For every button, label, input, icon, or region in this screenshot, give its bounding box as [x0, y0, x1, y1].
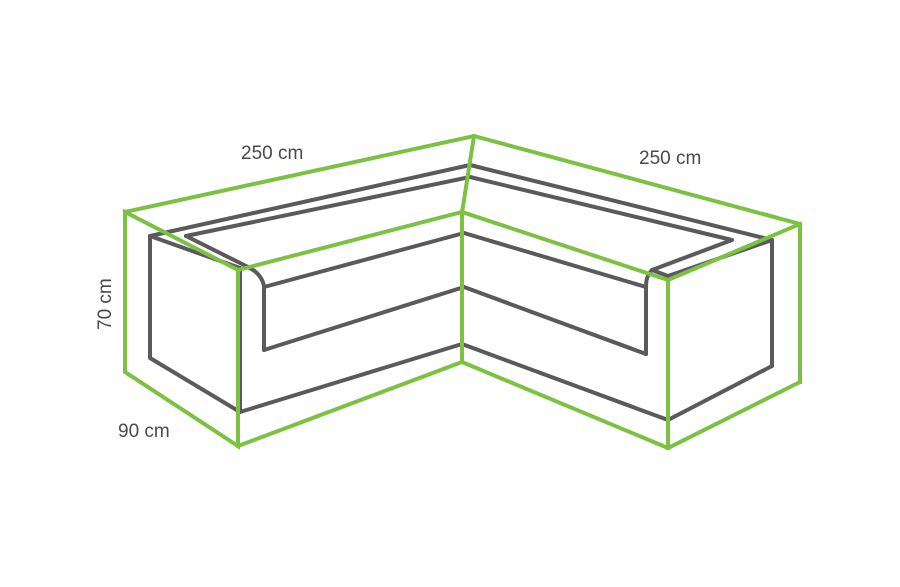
cover-corner-seam [460, 133, 477, 364]
dimension-length-right-label: 250 cm [639, 148, 701, 169]
cover-front-top-edge [235, 209, 803, 283]
sofa-cover-outline [122, 133, 803, 451]
sofa-left-end-face [148, 234, 242, 414]
sofa-left-front-edge [262, 285, 466, 352]
dimension-height-label: 70 cm [95, 278, 116, 330]
sofa-right-armrest [644, 268, 654, 356]
sofa-right-seat-edge [462, 231, 648, 289]
sofa-base-bottom [238, 342, 774, 422]
sofa-back-top-edge [148, 163, 774, 368]
dimension-depth-label: 90 cm [118, 421, 170, 442]
sofa-backrest-inner-edge [184, 175, 734, 272]
cover-bottom-edge [235, 359, 803, 451]
cover-top-edge [122, 133, 802, 384]
sofa-left-seat-edge [262, 231, 466, 289]
sofa-right-front-edge [462, 285, 648, 356]
dimension-length-left-label: 250 cm [241, 143, 303, 164]
